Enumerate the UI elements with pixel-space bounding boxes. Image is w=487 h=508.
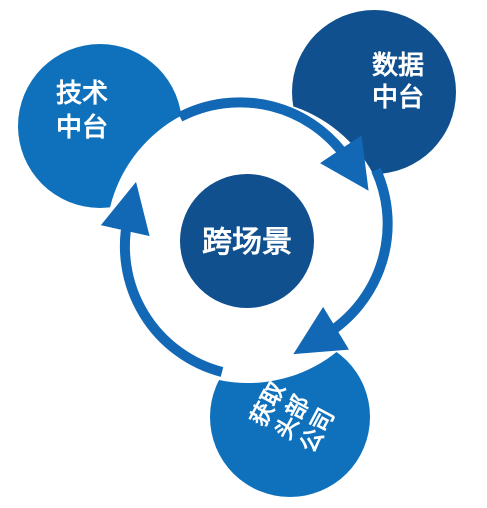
data-label-line-2: 中台 xyxy=(372,82,424,113)
data-label-line-1: 数据 xyxy=(372,51,424,81)
tech-label-line-2: 中台 xyxy=(56,112,108,143)
center-label: 跨场景 xyxy=(202,225,292,260)
center-node xyxy=(180,174,314,308)
cycle-arrow-data-to-acquire xyxy=(293,167,393,355)
cycle-arrow-tech-to-data xyxy=(177,97,369,191)
tech-label-line-1: 技术 xyxy=(56,79,108,109)
cycle-arrow-acquire-to-tech xyxy=(100,181,224,377)
